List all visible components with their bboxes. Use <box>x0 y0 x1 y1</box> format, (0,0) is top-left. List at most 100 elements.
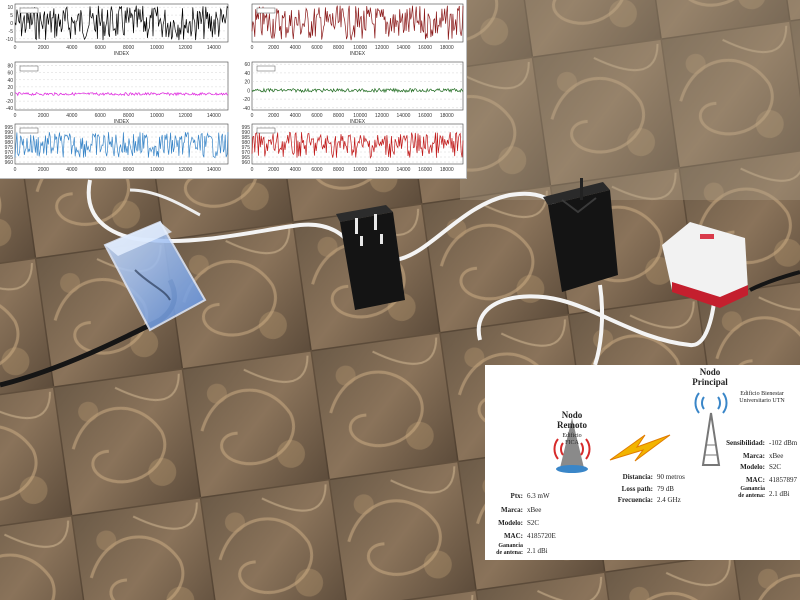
x-tick-label: 10000 <box>150 45 164 51</box>
x-tick-label: 4000 <box>290 167 301 173</box>
main-label-sensitivity: Sensibilidad: <box>726 439 765 447</box>
x-tick-label: 16000 <box>418 167 432 173</box>
x-tick-label: 18000 <box>440 113 454 119</box>
remote-label-ptx: Ptx: <box>510 492 523 500</box>
y-tick-label: 40 <box>244 71 250 77</box>
y-tick-label: 0 <box>10 21 13 27</box>
x-tick-label: 10000 <box>353 45 367 51</box>
remote-node-title: Nodo Remoto <box>540 410 604 430</box>
y-tick-label: 995 <box>242 125 251 131</box>
y-tick-label: 990 <box>5 130 14 136</box>
y-tick-label: 975 <box>5 145 14 151</box>
x-tick-label: 8000 <box>123 167 134 173</box>
y-tick-label: 960 <box>242 160 251 166</box>
x-tick-label: 12000 <box>178 113 192 119</box>
x-tick-label: 4000 <box>66 113 77 119</box>
main-label-mac: MAC: <box>745 476 765 484</box>
link-value-loss: 79 dB <box>657 485 674 493</box>
x-tick-label: 18000 <box>440 167 454 173</box>
x-tick-label: 2000 <box>268 167 279 173</box>
remote-value-ptx: 6.3 mW <box>527 492 550 500</box>
y-tick-label: 980 <box>242 140 251 146</box>
x-tick-label: 0 <box>14 113 17 119</box>
x-tick-label: 14000 <box>207 113 221 119</box>
main-title-line1: Nodo <box>699 367 721 377</box>
y-tick-label: -5 <box>9 29 14 35</box>
x-axis-label: INDEX <box>350 119 366 125</box>
x-tick-label: 0 <box>251 167 254 173</box>
series-line <box>14 91 229 97</box>
black-device-middle <box>336 205 405 310</box>
main-node-title: Nodo Principal <box>675 367 745 387</box>
y-tick-label: 40 <box>7 78 13 84</box>
main-label-model: Modelo: <box>740 463 765 471</box>
y-tick-label: -20 <box>243 97 250 103</box>
remote-site-line1: Edificio <box>562 433 582 439</box>
y-tick-label: 10 <box>7 5 13 11</box>
x-tick-label: 16000 <box>418 45 432 51</box>
y-tick-label: 965 <box>242 155 251 161</box>
legend-box <box>19 7 39 14</box>
remote-value-mac: 4185720E <box>527 532 556 540</box>
x-tick-label: 10000 <box>150 167 164 173</box>
x-tick-label: 0 <box>14 45 17 51</box>
y-tick-label: -40 <box>6 106 13 112</box>
remote-value-model: S2C <box>527 519 540 527</box>
remote-title-line1: Nodo <box>561 410 583 420</box>
x-tick-label: 10000 <box>150 113 164 119</box>
blue-device <box>103 220 207 332</box>
x-tick-label: 6000 <box>311 113 322 119</box>
x-tick-label: 4000 <box>290 45 301 51</box>
plot-frame <box>251 61 464 111</box>
x-tick-label: 10000 <box>353 167 367 173</box>
y-tick-label: -10 <box>6 37 13 43</box>
main-title-line2: Principal <box>692 377 728 387</box>
x-tick-label: 6000 <box>311 167 322 173</box>
series-line <box>251 131 464 159</box>
x-tick-label: 10000 <box>353 113 367 119</box>
x-tick-label: 2000 <box>38 45 49 51</box>
link-label-distance: Distancia: <box>622 473 653 481</box>
y-tick-label: 975 <box>242 145 251 151</box>
y-tick-label: 60 <box>244 62 250 68</box>
series-line <box>251 5 464 41</box>
x-tick-label: 8000 <box>333 167 344 173</box>
series-line <box>14 131 229 159</box>
legend-box <box>19 127 39 134</box>
y-tick-label: 995 <box>5 125 14 131</box>
x-axis-label: INDEX <box>114 51 130 57</box>
x-tick-label: 14000 <box>207 167 221 173</box>
y-tick-label: 5 <box>10 13 13 19</box>
y-tick-label: 0 <box>247 88 250 94</box>
link-label-frequency: Frecuencia: <box>617 496 653 504</box>
main-site-line1: Edificio Bienestar <box>740 391 784 397</box>
main-value-model: S2C <box>769 463 782 471</box>
main-value-brand: xBee <box>769 452 784 460</box>
link-value-distance: 90 metros <box>657 473 685 481</box>
main-site: Edificio Bienestar Universitario UTN <box>732 391 792 405</box>
y-tick-label: 980 <box>5 140 14 146</box>
y-tick-label: 970 <box>5 150 14 156</box>
y-tick-label: 960 <box>5 160 14 166</box>
main-site-line2: Universitario UTN <box>739 398 785 404</box>
x-tick-label: 6000 <box>95 45 106 51</box>
main-label-brand: Marca: <box>742 452 765 460</box>
y-tick-label: 20 <box>244 80 250 86</box>
x-tick-label: 2000 <box>268 113 279 119</box>
x-tick-label: 4000 <box>66 45 77 51</box>
main-value-gain: 2.1 dBi <box>769 490 790 498</box>
x-tick-label: 8000 <box>123 113 134 119</box>
legend-box <box>256 127 276 134</box>
x-axis-label: INDEX <box>350 51 366 57</box>
remote-site: Edificio FICA <box>547 433 597 447</box>
x-tick-label: 6000 <box>95 167 106 173</box>
x-tick-label: 14000 <box>397 113 411 119</box>
remote-site-line2: FICA <box>565 440 579 446</box>
plot-frame <box>14 61 229 111</box>
